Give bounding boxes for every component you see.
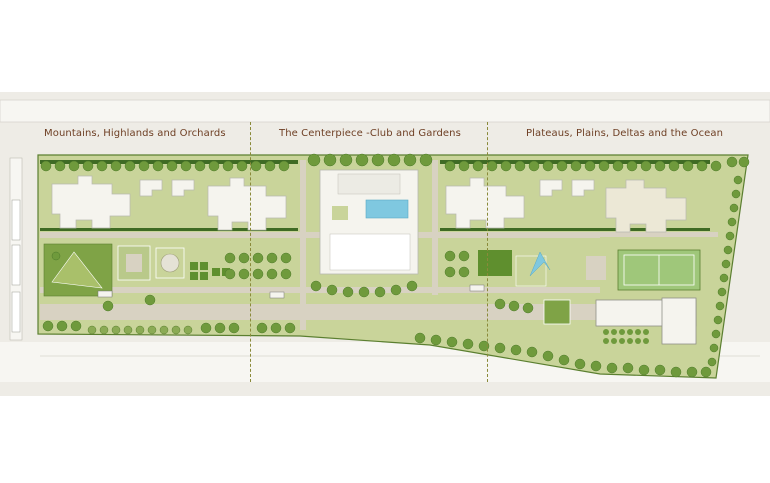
car-icon — [269, 291, 285, 299]
zone-label-mountains: Mountains, Highlands and Orchards — [44, 128, 226, 139]
perimeter-trees — [40, 153, 750, 378]
zone-label-centerpiece: The Centerpiece -Club and Gardens — [279, 128, 461, 139]
zone-divider-1 — [250, 122, 251, 382]
water-feature-icon — [529, 251, 551, 277]
residential-towers-left — [51, 175, 287, 231]
lower-right-gardens — [469, 249, 701, 325]
clubhouse — [319, 169, 419, 275]
pool-icon — [365, 199, 409, 219]
zone-label-plateaus: Plateaus, Plains, Deltas and the Ocean — [526, 128, 724, 139]
roadside-trees — [87, 325, 193, 335]
lower-right-building — [595, 297, 697, 345]
residential-towers-right — [445, 177, 687, 233]
top-road — [0, 100, 770, 122]
left-parking-strip — [9, 157, 23, 341]
zone-divider-2 — [487, 122, 488, 382]
interior-trees — [51, 250, 534, 314]
top-road-edge — [0, 99, 770, 123]
car-icon — [469, 284, 485, 292]
car-icon — [97, 290, 113, 298]
